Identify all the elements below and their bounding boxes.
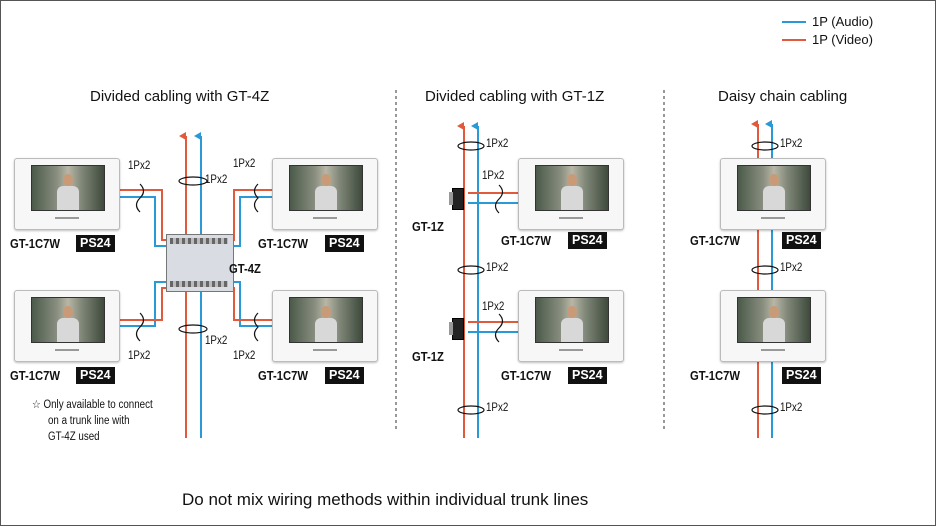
cable-label: 1Px2 <box>205 174 228 186</box>
power-badge: PS24 <box>568 367 607 384</box>
cable-label: 1Px2 <box>482 170 505 182</box>
legend-video-label: 1P (Video) <box>812 32 873 47</box>
device-model-label: GT-1C7W <box>501 234 552 248</box>
power-badge: PS24 <box>782 232 821 249</box>
legend-audio-label: 1P (Audio) <box>812 14 874 29</box>
device-model-label: GT-1C7W <box>690 369 741 383</box>
cable-label: 1Px2 <box>205 335 228 347</box>
heading-daisy: Daisy chain cabling <box>718 88 848 105</box>
video-monitor-icon <box>720 158 826 230</box>
device-model-label: GT-1C7W <box>501 369 552 383</box>
cable-label: 1Px2 <box>780 402 803 414</box>
device-model-label: GT-1C7W <box>690 234 741 248</box>
cable-label: 1Px2 <box>780 262 803 274</box>
gt1z-branch-bottom <box>468 321 518 333</box>
footer-note: Do not mix wiring methods within individ… <box>182 490 589 509</box>
availability-note-line-3: GT-4Z used <box>48 431 100 443</box>
video-monitor-icon <box>14 290 120 362</box>
power-badge: PS24 <box>76 235 115 252</box>
twisted-pair-icon <box>751 141 779 415</box>
gt1z-adapter-label: GT-1Z <box>412 350 444 364</box>
gt4z-adapter-label: GT-4Z <box>229 262 261 276</box>
cable-label: 1Px2 <box>128 160 151 172</box>
power-badge: PS24 <box>325 367 364 384</box>
power-badge: PS24 <box>782 367 821 384</box>
cable-label: 1Px2 <box>128 350 151 362</box>
video-monitor-icon <box>272 158 378 230</box>
availability-note-line-2: on a trunk line with <box>48 415 130 427</box>
cable-label: 1Px2 <box>233 350 256 362</box>
heading-gt1z: Divided cabling with GT-1Z <box>425 88 605 105</box>
gt-4z-adapter-icon <box>166 234 234 292</box>
cable-label: 1Px2 <box>780 138 803 150</box>
twisted-pair-icon <box>457 141 504 415</box>
device-model-label: GT-1C7W <box>10 369 61 383</box>
device-model-label: GT-1C7W <box>258 237 309 251</box>
cable-label: 1Px2 <box>233 158 256 170</box>
cable-label: 1Px2 <box>486 402 509 414</box>
video-monitor-icon <box>272 290 378 362</box>
device-model-label: GT-1C7W <box>258 369 309 383</box>
gt1z-adapter-label: GT-1Z <box>412 220 444 234</box>
availability-note-line-1: ☆ Only available to connect <box>32 399 153 411</box>
gt1z-branch-top <box>468 192 518 204</box>
heading-gt4z: Divided cabling with GT-4Z <box>90 88 270 105</box>
gt-1z-adapter-icon <box>449 318 464 340</box>
power-badge: PS24 <box>76 367 115 384</box>
cable-label: 1Px2 <box>486 262 509 274</box>
video-monitor-icon <box>720 290 826 362</box>
cable-label: 1Px2 <box>486 138 509 150</box>
power-badge: PS24 <box>325 235 364 252</box>
video-monitor-icon <box>518 290 624 362</box>
power-badge: PS24 <box>568 232 607 249</box>
video-monitor-icon <box>14 158 120 230</box>
gt1z-trunk <box>457 122 479 438</box>
cable-label: 1Px2 <box>482 301 505 313</box>
device-model-label: GT-1C7W <box>10 237 61 251</box>
twisted-pair-icon <box>135 176 259 342</box>
gt-1z-adapter-icon <box>449 188 464 210</box>
video-monitor-icon <box>518 158 624 230</box>
